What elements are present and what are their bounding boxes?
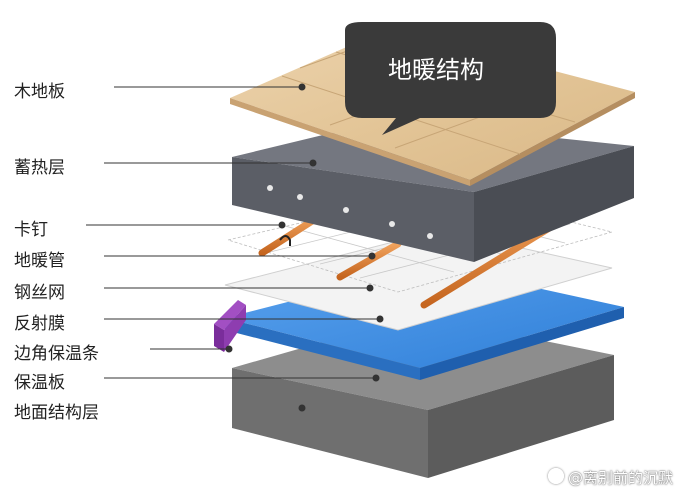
- watermark-text: @离别前的沉默: [567, 469, 673, 487]
- label-ground-structure-layer: 地面结构层: [14, 403, 99, 423]
- bubble-title: 地暖结构: [388, 56, 484, 84]
- pipe-clip: [279, 235, 291, 246]
- label-wire-mesh: 钢丝网: [14, 283, 65, 303]
- edge-insulation-strip: [214, 300, 246, 352]
- label-heating-pipe: 地暖管: [14, 251, 65, 271]
- paw-icon: [547, 468, 564, 484]
- title-bubble: [345, 22, 556, 135]
- label-edge-insulation-strip: 边角保温条: [14, 344, 99, 364]
- label-wooden-floor: 木地板: [14, 82, 65, 102]
- leader-lines: [86, 83, 384, 412]
- label-pipe-clip: 卡钉: [14, 220, 48, 240]
- label-heat-storage-layer: 蓄热层: [14, 158, 65, 178]
- label-reflective-film: 反射膜: [14, 314, 65, 334]
- label-insulation-board: 保温板: [14, 373, 65, 393]
- watermark: @离别前的沉默: [547, 467, 673, 488]
